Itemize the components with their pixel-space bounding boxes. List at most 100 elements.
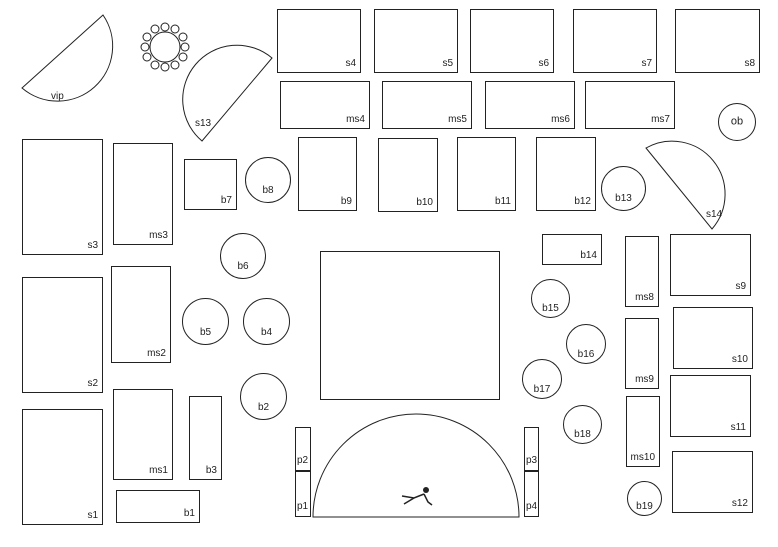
table-ms1[interactable]: ms1 xyxy=(113,389,173,480)
label-s6: s6 xyxy=(538,58,549,69)
table-s4[interactable]: s4 xyxy=(277,9,361,73)
table-s6[interactable]: s6 xyxy=(470,9,554,73)
label-b1: b1 xyxy=(183,508,195,519)
label-s12: s12 xyxy=(731,498,748,509)
table-b2[interactable]: b2 xyxy=(240,373,287,420)
table-s12[interactable]: s12 xyxy=(672,451,753,513)
table-p1[interactable]: p1 xyxy=(295,471,311,517)
label-p3: p3 xyxy=(526,455,538,466)
label-b14: b14 xyxy=(580,250,597,261)
label-s9: s9 xyxy=(735,281,746,292)
label-ms4: ms4 xyxy=(346,114,365,125)
label-ms8: ms8 xyxy=(635,292,654,303)
label-s10: s10 xyxy=(731,354,748,365)
table-ms2[interactable]: ms2 xyxy=(111,266,171,363)
stage-arc xyxy=(312,413,520,518)
label-b5: b5 xyxy=(199,327,212,338)
label-b10: b10 xyxy=(416,197,433,208)
table-s14[interactable] xyxy=(645,140,726,230)
table-ms7[interactable]: ms7 xyxy=(585,81,675,129)
label-ob: ob xyxy=(730,115,744,128)
label-s13: s13 xyxy=(195,118,212,129)
label-b6: b6 xyxy=(237,261,249,272)
label-ms7: ms7 xyxy=(651,114,670,125)
table-b9[interactable]: b9 xyxy=(298,137,357,211)
table-ms4[interactable]: ms4 xyxy=(280,81,370,129)
table-ms3[interactable]: ms3 xyxy=(113,143,173,245)
table-ms5[interactable]: ms5 xyxy=(382,81,472,129)
table-s10[interactable]: s10 xyxy=(673,307,753,369)
table-p2[interactable]: p2 xyxy=(295,427,311,471)
table-s11[interactable]: s11 xyxy=(670,375,751,437)
table-vip[interactable] xyxy=(21,14,114,102)
label-b3: b3 xyxy=(205,465,217,476)
label-s1: s1 xyxy=(87,510,98,521)
table-ms8[interactable]: ms8 xyxy=(625,236,659,307)
label-b19: b19 xyxy=(636,501,653,512)
table-s8[interactable]: s8 xyxy=(675,9,760,73)
dance-floor xyxy=(320,251,500,400)
performer-icon xyxy=(401,487,433,506)
label-b7: b7 xyxy=(220,195,232,206)
label-s11: s11 xyxy=(730,422,746,433)
table-b11[interactable]: b11 xyxy=(457,137,516,211)
label-s4: s4 xyxy=(345,58,356,69)
label-b15: b15 xyxy=(542,303,559,314)
table-s7[interactable]: s7 xyxy=(573,9,657,73)
table-s1[interactable]: s1 xyxy=(22,409,103,525)
table-b10[interactable]: b10 xyxy=(378,138,438,212)
table-ms10[interactable]: ms10 xyxy=(626,396,660,467)
label-b2: b2 xyxy=(257,402,270,413)
label-b16: b16 xyxy=(577,349,595,360)
label-ms2: ms2 xyxy=(147,348,166,359)
label-ms10: ms10 xyxy=(630,452,655,463)
table-ms9[interactable]: ms9 xyxy=(625,318,659,389)
table-b19[interactable]: b19 xyxy=(627,481,662,516)
label-s5: s5 xyxy=(442,58,453,69)
label-s14: s14 xyxy=(706,209,723,220)
label-s3: s3 xyxy=(87,240,98,251)
label-ms9: ms9 xyxy=(635,374,654,385)
label-b18: b18 xyxy=(574,429,591,440)
table-b18[interactable]: b18 xyxy=(563,405,602,444)
label-ms6: ms6 xyxy=(551,114,570,125)
table-b1[interactable]: b1 xyxy=(116,490,200,523)
label-b12: b12 xyxy=(574,196,591,207)
round-table-with-chairs[interactable] xyxy=(140,22,190,72)
table-s9[interactable]: s9 xyxy=(670,234,751,296)
label-ms5: ms5 xyxy=(448,114,467,125)
label-ms3: ms3 xyxy=(149,230,168,241)
table-b13[interactable]: b13 xyxy=(601,166,646,211)
table-ms6[interactable]: ms6 xyxy=(485,81,575,129)
table-b15[interactable]: b15 xyxy=(531,279,570,318)
label-vip: vip xyxy=(51,91,64,102)
table-p3[interactable]: p3 xyxy=(524,427,539,471)
label-s7: s7 xyxy=(641,58,652,69)
label-b11: b11 xyxy=(495,196,511,207)
table-b7[interactable]: b7 xyxy=(184,159,237,210)
table-b3[interactable]: b3 xyxy=(189,396,222,480)
table-s5[interactable]: s5 xyxy=(374,9,458,73)
table-b12[interactable]: b12 xyxy=(536,137,596,211)
table-p4[interactable]: p4 xyxy=(524,471,539,517)
label-ms1: ms1 xyxy=(149,465,168,476)
label-b8: b8 xyxy=(262,185,274,196)
table-s13[interactable] xyxy=(182,44,273,142)
table-s3[interactable]: s3 xyxy=(22,139,103,255)
label-p1: p1 xyxy=(297,501,309,512)
label-b17: b17 xyxy=(533,384,551,395)
table-b17[interactable]: b17 xyxy=(522,359,562,399)
table-ob[interactable]: ob xyxy=(718,103,756,141)
label-b13: b13 xyxy=(615,193,632,204)
label-s8: s8 xyxy=(744,58,755,69)
table-b16[interactable]: b16 xyxy=(566,324,606,364)
table-b14[interactable]: b14 xyxy=(542,234,602,265)
table-b4[interactable]: b4 xyxy=(243,298,290,345)
label-b4: b4 xyxy=(260,327,273,338)
label-p4: p4 xyxy=(526,501,538,512)
table-b8[interactable]: b8 xyxy=(245,157,291,203)
table-b6[interactable]: b6 xyxy=(220,233,266,279)
table-b5[interactable]: b5 xyxy=(182,298,229,345)
table-s2[interactable]: s2 xyxy=(22,277,103,393)
